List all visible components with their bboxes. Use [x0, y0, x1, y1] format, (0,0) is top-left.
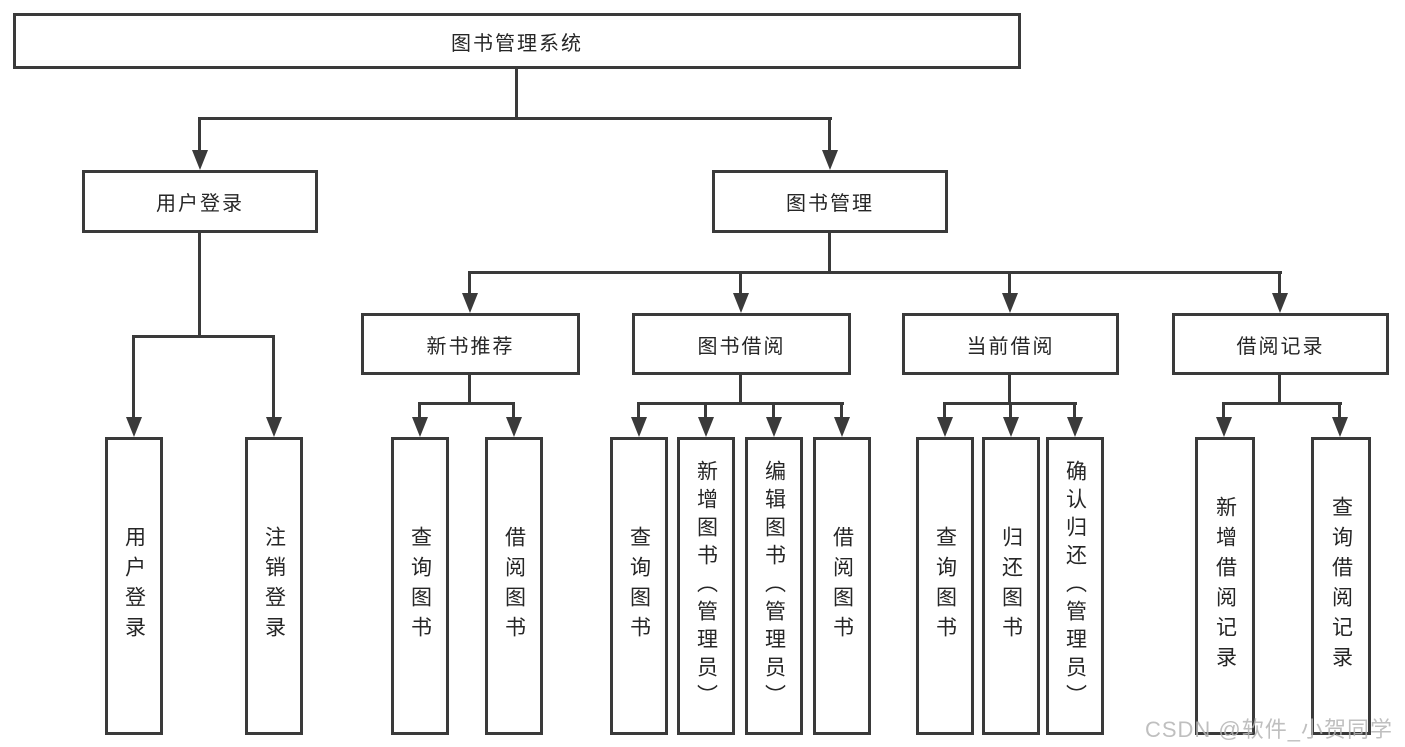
node-user-login-label: 用户登录: [156, 193, 244, 215]
leaf-borrow-query-books-label: 查询图书: [627, 526, 651, 646]
connector-line: [943, 402, 946, 418]
connector-line: [772, 402, 775, 418]
node-borrow-records-label: 借阅记录: [1236, 335, 1325, 358]
arrow-down-icon: [1332, 417, 1348, 437]
leaf-edit-books-admin-label: 编辑图书（管理员）: [762, 460, 786, 712]
connector-line: [1278, 375, 1281, 404]
connector-line: [198, 117, 201, 151]
connector-line: [739, 375, 742, 404]
connector-line: [468, 375, 471, 404]
arrow-down-icon: [126, 417, 142, 437]
leaf-borrow-books: 借阅图书: [813, 437, 871, 735]
leaf-add-borrow-record-label: 新增借阅记录: [1213, 496, 1237, 676]
leaf-return-books: 归还图书: [982, 437, 1040, 735]
connector-line: [840, 402, 843, 418]
leaf-borrow-books-label: 借阅图书: [830, 526, 854, 646]
arrow-down-icon: [937, 417, 953, 437]
leaf-edit-books-admin: 编辑图书（管理员）: [745, 437, 803, 735]
connector-line: [637, 402, 844, 405]
connector-line: [828, 233, 831, 273]
leaf-user-login: 用户登录: [105, 437, 163, 735]
leaf-recommend-query-books-label: 查询图书: [408, 526, 432, 646]
arrow-down-icon: [1003, 417, 1019, 437]
node-root-label: 图书管理系统: [451, 32, 583, 55]
node-new-book-recommend: 新书推荐: [361, 313, 580, 375]
connector-line: [418, 402, 421, 418]
connector-line: [468, 271, 471, 294]
connector-line: [132, 335, 135, 417]
connector-line: [637, 402, 640, 418]
leaf-current-query-books: 查询图书: [916, 437, 974, 735]
node-book-borrow-label: 图书借阅: [697, 335, 786, 358]
arrow-down-icon: [834, 417, 850, 437]
connector-line: [1073, 402, 1076, 418]
arrow-down-icon: [1272, 293, 1288, 313]
leaf-recommend-borrow-books: 借阅图书: [485, 437, 543, 735]
connector-line: [418, 402, 515, 405]
arrow-down-icon: [698, 417, 714, 437]
node-current-borrow: 当前借阅: [902, 313, 1119, 375]
connector-line: [1222, 402, 1225, 418]
leaf-query-borrow-record: 查询借阅记录: [1311, 437, 1371, 735]
leaf-add-books-admin: 新增图书（管理员）: [677, 437, 735, 735]
node-root-system: 图书管理系统: [13, 13, 1021, 69]
arrow-down-icon: [1002, 293, 1018, 313]
leaf-user-login-label: 用户登录: [122, 526, 146, 646]
arrow-down-icon: [1067, 417, 1083, 437]
leaf-confirm-return-admin-label: 确认归还（管理员）: [1063, 460, 1087, 712]
leaf-logout-label: 注销登录: [262, 526, 286, 646]
arrow-down-icon: [412, 417, 428, 437]
connector-line: [828, 117, 831, 151]
node-user-login: 用户登录: [82, 170, 318, 233]
leaf-logout: 注销登录: [245, 437, 303, 735]
connector-line: [739, 271, 742, 294]
leaf-current-query-books-label: 查询图书: [933, 526, 957, 646]
node-current-borrow-label: 当前借阅: [966, 335, 1055, 358]
connector-line: [198, 117, 832, 120]
leaf-add-books-admin-label: 新增图书（管理员）: [694, 460, 718, 712]
arrow-down-icon: [766, 417, 782, 437]
arrow-down-icon: [1216, 417, 1232, 437]
connector-line: [515, 68, 518, 118]
leaf-return-books-label: 归还图书: [999, 526, 1023, 646]
leaf-query-borrow-record-label: 查询借阅记录: [1329, 496, 1353, 676]
connector-line: [1009, 402, 1012, 418]
csdn-watermark: CSDN @软件_小贺同学: [1144, 717, 1393, 742]
arrow-down-icon: [631, 417, 647, 437]
connector-line: [1222, 402, 1342, 405]
connector-line: [512, 402, 515, 418]
arrow-down-icon: [733, 293, 749, 313]
leaf-add-borrow-record: 新增借阅记录: [1195, 437, 1255, 735]
node-new-book-recommend-label: 新书推荐: [426, 335, 515, 358]
node-book-management: 图书管理: [712, 170, 948, 233]
arrow-down-icon: [462, 293, 478, 313]
connector-line: [132, 335, 275, 338]
leaf-recommend-borrow-books-label: 借阅图书: [502, 526, 526, 646]
connector-line: [704, 402, 707, 418]
arrow-down-icon: [192, 150, 208, 170]
connector-line: [468, 271, 1282, 274]
leaf-borrow-query-books: 查询图书: [610, 437, 668, 735]
leaf-confirm-return-admin: 确认归还（管理员）: [1046, 437, 1104, 735]
connector-line: [1008, 271, 1011, 294]
node-borrow-records: 借阅记录: [1172, 313, 1389, 375]
arrow-down-icon: [266, 417, 282, 437]
connector-line: [1278, 271, 1281, 294]
node-book-borrow: 图书借阅: [632, 313, 851, 375]
node-book-management-label: 图书管理: [786, 193, 874, 215]
leaf-recommend-query-books: 查询图书: [391, 437, 449, 735]
connector-line: [198, 233, 201, 336]
arrow-down-icon: [506, 417, 522, 437]
connector-line: [1338, 402, 1341, 418]
connector-line: [1008, 375, 1011, 404]
connector-line: [272, 335, 275, 417]
arrow-down-icon: [822, 150, 838, 170]
